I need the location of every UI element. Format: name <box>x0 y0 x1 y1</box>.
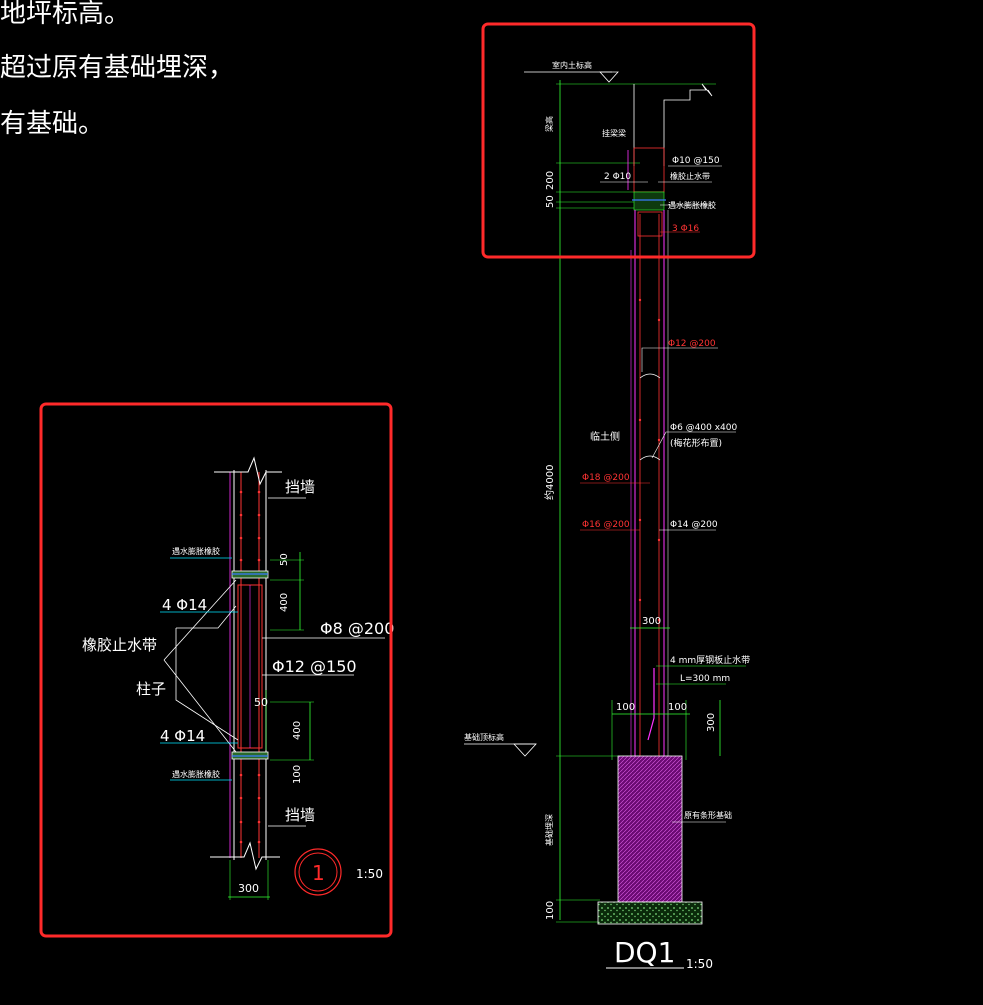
dim-100: 100 <box>292 765 303 784</box>
tie-bar-label: Φ6 @400 x400 <box>670 423 737 433</box>
dim-width: 300 <box>238 882 259 895</box>
dim-50-label: 50 <box>545 195 556 208</box>
detail-1: 挡墙 挡墙 遇水膨胀橡胶 遇水膨胀橡胶 4 Φ14 4 Φ14 橡胶止水带 柱子… <box>82 456 394 900</box>
dim-300-v-label: 300 <box>706 713 717 732</box>
dim-100-bottom-label: 100 <box>545 901 556 920</box>
dq1-scale: 1:50 <box>686 957 713 971</box>
detail-1-scale: 1:50 <box>356 867 383 881</box>
dq1-title: DQ1 <box>614 936 675 969</box>
waterstop-top-label: 橡胶止水带 <box>670 171 710 181</box>
waterstop-label: 橡胶止水带 <box>82 636 157 654</box>
bar-3-label: 3 Φ16 <box>672 224 699 234</box>
note-line-1: 地坪标高。 <box>0 0 131 29</box>
dim-100-left-label: 100 <box>616 702 635 713</box>
dim-100-right-label: 100 <box>668 702 687 713</box>
tie-note-label: (梅花形布置) <box>670 437 722 449</box>
bar-2-label: 2 Φ10 <box>604 172 631 182</box>
plate-length-label: L=300 mm <box>680 674 730 684</box>
bar-18-label: Φ18 @200 <box>582 473 630 483</box>
bar-14-label: Φ14 @200 <box>670 520 718 530</box>
note-line-2: 超过原有基础埋深， <box>0 53 235 83</box>
dim-300-label: 300 <box>642 616 661 627</box>
highlight-box-top <box>481 22 756 259</box>
beam-label: 梁高 <box>544 116 554 132</box>
dim-200-label: 200 <box>545 171 556 190</box>
dim-50-top: 50 <box>279 553 290 566</box>
ring-beam-label: 挂梁梁 <box>602 128 626 138</box>
stirrup-outer-label: Φ8 @200 <box>320 619 394 638</box>
stirrup-top-label: Φ10 @150 <box>672 156 720 166</box>
wall-top-label: 挡墙 <box>285 478 315 496</box>
soil-side-label: 临土侧 <box>590 430 620 443</box>
stirrup-inner-label: Φ12 @150 <box>272 657 357 676</box>
column-label: 柱子 <box>136 680 166 698</box>
dim-50-mid: 50 <box>254 696 268 709</box>
section-number: 1 <box>312 861 325 885</box>
bar-16-label: Φ16 @200 <box>582 520 630 530</box>
wall-bottom-label: 挡墙 <box>285 806 315 824</box>
dim-height-label: 约4000 <box>543 465 556 500</box>
foundation-label: 原有条形基础 <box>684 810 732 820</box>
dq1-section: 室内土标高 梁高 挂梁梁 Φ10 @150 2 Φ10 橡胶止水带 遇水膨胀橡胶… <box>464 60 750 971</box>
swell-label: 遇水膨胀橡胶 <box>668 200 716 210</box>
highlight-box-left <box>39 402 393 938</box>
bar-12-label: Φ12 @200 <box>668 339 716 349</box>
floor-label: 室内土标高 <box>552 60 592 70</box>
rebar-bottom-label: 4 Φ14 <box>160 727 205 745</box>
note-line-3: 有基础。 <box>0 109 105 139</box>
dim-400-top: 400 <box>279 593 290 612</box>
plate-label: 4 mm厚钢板止水带 <box>670 654 750 666</box>
swell-label-top: 遇水膨胀橡胶 <box>172 546 220 556</box>
swell-label-bottom: 遇水膨胀橡胶 <box>172 769 220 779</box>
foundation-depth-label: 基础埋深 <box>544 814 554 846</box>
foundation-level-label: 基础顶标高 <box>464 732 504 742</box>
rebar-top-label: 4 Φ14 <box>162 596 207 614</box>
dim-400-bottom: 400 <box>292 721 303 740</box>
